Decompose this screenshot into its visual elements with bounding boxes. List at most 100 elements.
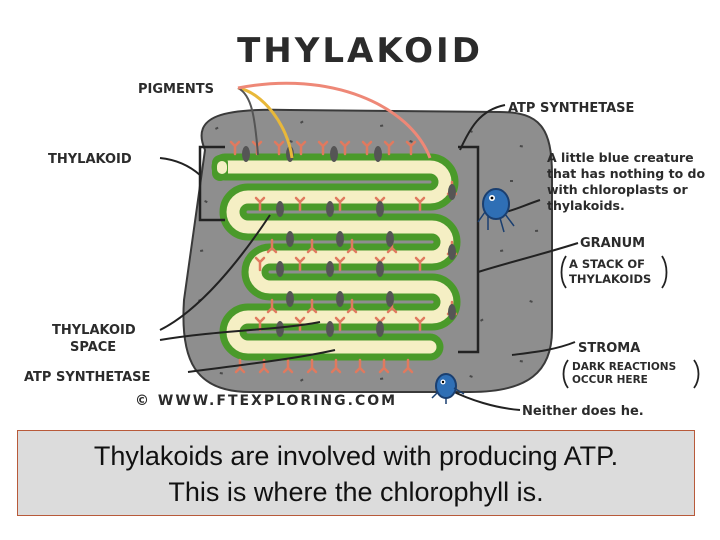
pigment-molecule	[346, 298, 358, 314]
atp-synthase-complex	[376, 321, 384, 337]
pigment-molecule	[317, 140, 329, 156]
stroma-speckle	[535, 229, 539, 232]
atp-synthase-complex	[386, 291, 394, 307]
stroma-speckle	[204, 200, 208, 204]
stroma-note-paren	[562, 359, 700, 389]
pigment-molecule	[306, 238, 318, 254]
pigment-molecule	[414, 256, 426, 272]
stroma-speckle	[380, 377, 384, 380]
atp-synthase-complex	[376, 261, 384, 277]
stroma-speckle	[469, 374, 473, 378]
pigment-pointer-yellow	[237, 86, 294, 159]
atp-synthase-complex	[330, 146, 338, 162]
pigment-pointer-gray	[237, 87, 259, 156]
pigment-molecule	[334, 316, 346, 332]
pigment-molecules	[229, 140, 458, 374]
label-stroma: STROMA	[578, 341, 640, 356]
thylakoid-bracket	[198, 145, 225, 222]
pigment-pointer-red	[237, 81, 432, 159]
pigment-molecule	[361, 140, 373, 156]
stroma-speckle	[215, 126, 219, 130]
atp-synthase-complex	[336, 291, 344, 307]
pigment-molecule	[266, 238, 278, 254]
diagram-title: THYLAKOID	[237, 31, 483, 71]
atp-synthase-complex	[276, 201, 284, 217]
pigment-molecule	[414, 196, 426, 212]
stroma-speckle	[519, 145, 523, 148]
atp-synthase-complex	[386, 231, 394, 247]
pigment-molecule	[378, 358, 390, 374]
pigment-molecule	[346, 238, 358, 254]
atp-synthase-complex	[448, 304, 456, 320]
pigment-molecule	[334, 196, 346, 212]
pigment-molecule	[402, 358, 414, 374]
granum-bracket	[458, 145, 480, 354]
pigment-molecule	[254, 196, 266, 212]
caption-line-1: Thylakoids are involved with producing A…	[93, 441, 619, 471]
atp-synthase-complex	[326, 201, 334, 217]
stroma-speckle	[300, 378, 304, 382]
atp-synthase-complex	[286, 291, 294, 307]
stroma-speckle	[510, 180, 513, 182]
pigment-molecule	[234, 358, 246, 374]
label-thylakoid: THYLAKOID	[48, 152, 132, 167]
label-neither: Neither does he.	[522, 404, 644, 419]
atp-synthase-complex	[448, 244, 456, 260]
label-atp-synthetase-top: ATP SYNTHETASE	[508, 101, 634, 116]
atp-synthase-complex	[286, 231, 294, 247]
caption-line-2: This is where the chlorophyll is.	[168, 477, 544, 507]
atp-synthase-complex	[374, 146, 382, 162]
atp-synthase-complex	[276, 321, 284, 337]
stroma-speckle	[529, 300, 533, 303]
stroma-speckle	[500, 249, 504, 252]
pigment-molecule	[254, 256, 266, 272]
granum-note-paren	[560, 255, 668, 289]
thylakoid-diagram: THYLAKOID	[24, 31, 709, 419]
granum-note: A STACK OF THYLAKOIDS	[569, 257, 651, 286]
pigment-molecule	[294, 256, 306, 272]
pigment-molecule	[273, 140, 285, 156]
pigment-molecule	[383, 140, 395, 156]
pigment-molecule	[306, 298, 318, 314]
label-granum: GRANUM	[580, 236, 645, 251]
pigment-molecule	[405, 140, 417, 156]
stroma-speckle	[409, 140, 413, 143]
stroma-speckle	[480, 318, 484, 322]
blue-creature-bottom	[431, 373, 465, 404]
atp-synthase-complex	[336, 231, 344, 247]
stroma-speckle	[380, 124, 384, 127]
label-thylakoid-space: THYLAKOID SPACE	[52, 323, 140, 355]
atp-synthase-complex	[276, 261, 284, 277]
stroma-speckle	[519, 360, 523, 363]
pigment-molecule	[354, 358, 366, 374]
stroma-speckles	[197, 120, 539, 382]
pigment-molecule	[414, 316, 426, 332]
thylakoid-membrane	[211, 153, 461, 361]
pigment-molecule	[229, 140, 241, 156]
pigment-molecule	[266, 298, 278, 314]
stroma-speckle	[219, 372, 223, 375]
atp-synthase-complex	[448, 184, 456, 200]
label-atp-synthetase-bottom: ATP SYNTHETASE	[24, 370, 150, 385]
pigment-molecule	[294, 196, 306, 212]
atp-synthase-complex	[326, 261, 334, 277]
pigment-molecule	[306, 358, 318, 374]
stroma-note: DARK REACTIONS OCCUR HERE	[572, 361, 680, 386]
atp-synthase-complex	[376, 201, 384, 217]
atp-synthase-complex	[326, 321, 334, 337]
caption-box: Thylakoids are involved with producing A…	[17, 430, 695, 516]
label-pigments: PIGMENTS	[138, 82, 214, 97]
atp-synthase-complex	[242, 146, 250, 162]
pigment-molecule	[330, 358, 342, 374]
blue-creature-top	[477, 188, 515, 233]
pigment-molecule	[282, 358, 294, 374]
stroma-speckle	[289, 139, 293, 143]
pigment-molecule	[339, 140, 351, 156]
stroma-speckle	[300, 120, 304, 124]
copyright-text: © WWW.FTEXPLORING.COM	[135, 393, 397, 409]
pigment-molecule	[334, 256, 346, 272]
atp-synthase-complexes	[242, 146, 456, 337]
stroma-speckle	[200, 249, 204, 252]
pigment-molecule	[295, 140, 307, 156]
creature-note: A little blue creature that has nothing …	[547, 150, 709, 213]
